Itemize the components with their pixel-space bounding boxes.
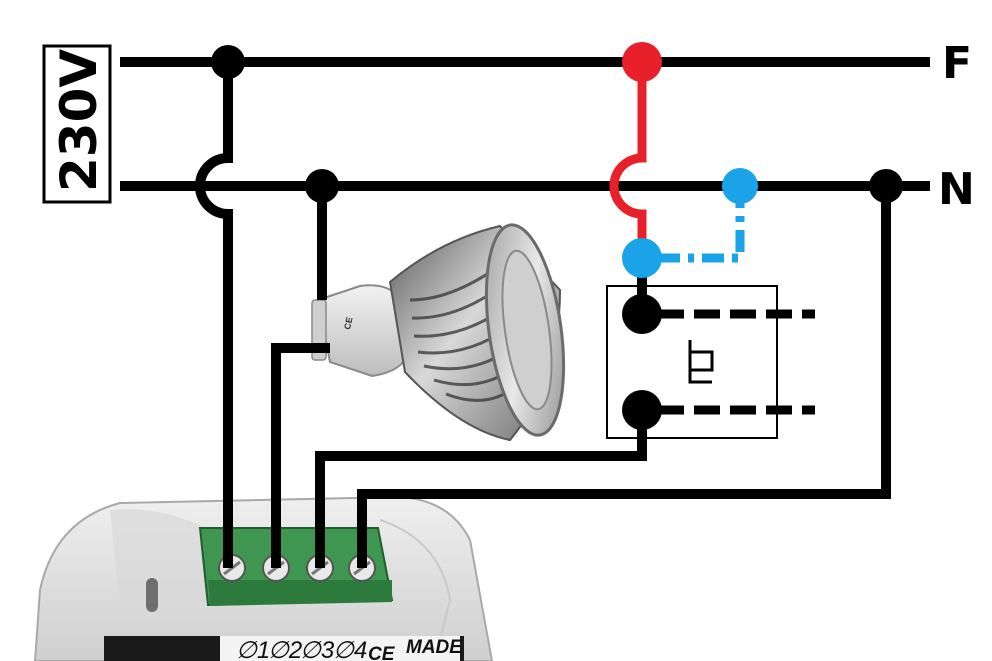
terminal-mark-2: ∅2 <box>268 637 302 661</box>
phase-label: F <box>942 38 972 89</box>
wire-neutral-to-terminal-4 <box>357 186 891 568</box>
junction-dot-switch-blue <box>622 238 662 278</box>
junction-dot-neutral-device <box>869 169 903 203</box>
junction-dot-neutral-blue <box>722 168 758 204</box>
gu10-led-bulb-icon: CE <box>311 223 566 442</box>
neutral-label: N <box>938 164 975 215</box>
terminal-markings: ∅1 ∅2 ∅3 ∅4 CE MADE <box>236 637 463 661</box>
device-made-text: MADE <box>406 637 463 658</box>
junction-dots <box>211 45 903 203</box>
neutral-link-blue-dashed <box>622 168 758 278</box>
junction-dot-neutral-bulb <box>305 169 339 203</box>
junction-dot-phase-red <box>622 42 662 82</box>
terminal-mark-3: ∅3 <box>300 637 335 661</box>
wire-switch-to-terminal-3 <box>315 410 647 568</box>
device-slot-icon <box>146 578 158 612</box>
wire-bulb-to-terminal-2 <box>271 343 330 568</box>
supply-labels: 230V F N <box>42 38 975 215</box>
main-wiring <box>120 57 930 568</box>
terminal-mark-4: ∅4 <box>333 637 367 661</box>
push-button-switch-icon <box>606 285 815 439</box>
voltage-label: 230V <box>50 49 108 192</box>
phase-link-red <box>609 42 662 258</box>
wire-to-terminal-1 <box>195 62 233 568</box>
junction-dot-phase <box>211 45 245 79</box>
switch-terminal-bottom <box>622 390 662 430</box>
bulb-ce-mark: CE <box>342 316 354 330</box>
voltage-box <box>42 44 112 204</box>
terminal-mark-1: ∅1 <box>236 637 270 661</box>
device-ce-mark: CE <box>368 644 396 661</box>
switch-terminal-top <box>622 294 662 334</box>
